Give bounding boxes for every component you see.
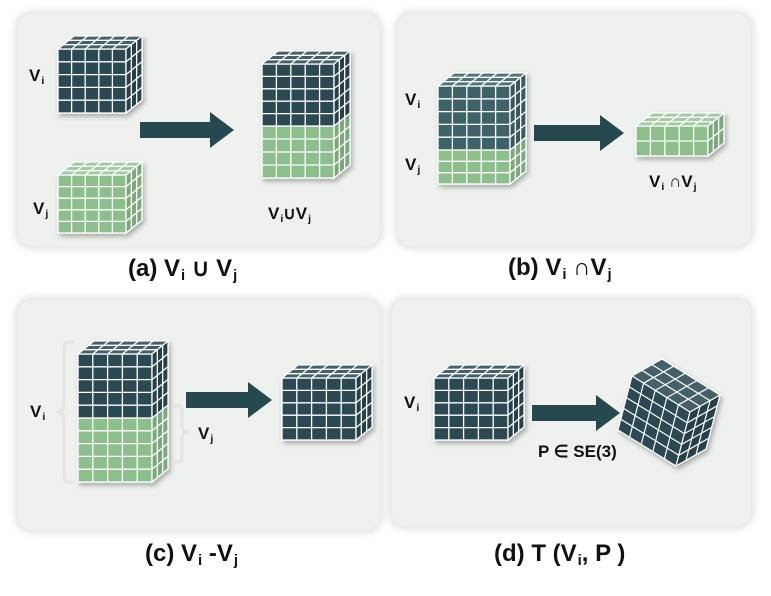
caption-operator: ∩ — [566, 254, 591, 281]
caption-operator: - — [202, 540, 217, 567]
brace-vj — [172, 404, 189, 464]
caption-transform: (d) T (Vi, P ) — [494, 540, 625, 569]
caption-operand-a: V — [164, 255, 181, 282]
arrow-difference — [186, 382, 272, 418]
caption-operator: , P ) — [581, 540, 626, 567]
label-vj: Vj — [405, 155, 420, 176]
caption-prefix: (c) — [145, 540, 181, 567]
operator: ∩ — [664, 172, 682, 191]
operand-a: V — [268, 204, 280, 223]
voxel-grid-difference — [280, 363, 374, 442]
caption-operand-a: V — [560, 540, 577, 567]
label-text: V — [198, 424, 210, 443]
caption-intersection: (b) Vi ∩Vj — [508, 254, 612, 283]
label-sub: i — [42, 410, 46, 423]
operand-a-sub: i — [661, 180, 665, 193]
label-vi: Vi — [405, 90, 420, 111]
voxel-grid-transformed — [617, 358, 722, 468]
label-vi: Vi — [30, 402, 45, 423]
caption-prefix: (a) — [128, 255, 164, 282]
caption-operand-a: V — [181, 540, 198, 567]
arrow-label-transform: P ∈ SE(3) — [538, 442, 617, 461]
voxel-grid-vi-original — [432, 363, 526, 442]
label-sub: i — [417, 98, 421, 111]
voxel-grid-vi-stack — [76, 339, 170, 420]
label-text: V — [30, 402, 42, 421]
operand-b-sub: j — [308, 212, 312, 225]
caption-operand-b-sub: j — [233, 552, 238, 569]
caption-operand-a-sub: i — [562, 266, 567, 283]
operand-a-sub: i — [280, 212, 284, 225]
result-label-intersection: Vi ∩Vj — [649, 172, 697, 193]
label-text: V — [33, 199, 45, 218]
voxel-grid-vi-union-part — [260, 49, 352, 128]
caption-prefix: (d) T ( — [494, 540, 561, 567]
label-sub: i — [416, 401, 420, 414]
caption-operator: ∪ — [185, 255, 217, 282]
caption-difference: (c) Vi -Vj — [145, 540, 238, 569]
caption-operand-b: V — [216, 255, 233, 282]
caption-operand-a-sub: i — [577, 552, 582, 569]
label-text: V — [405, 155, 417, 174]
operand-b-sub: j — [693, 180, 697, 193]
caption-operand-b: V — [216, 540, 233, 567]
label-sub: j — [210, 432, 214, 445]
voxel-grid-vi-overlap — [436, 71, 528, 152]
caption-prefix: (b) — [508, 254, 546, 281]
arrow-transform — [532, 395, 620, 431]
caption-operand-b: V — [590, 254, 607, 281]
label-text: V — [404, 393, 416, 412]
operator: ∪ — [283, 204, 296, 223]
voxel-grid-vj-union-part — [261, 111, 351, 180]
label-sub: j — [45, 207, 49, 220]
caption-operand-b-sub: j — [607, 266, 612, 283]
label-vi: Vi — [404, 393, 419, 414]
caption-operand-a: V — [545, 254, 562, 281]
label-vi: Vi — [29, 66, 44, 87]
voxel-grid-intersection — [634, 111, 726, 158]
result-label-union: Vi∪Vj — [268, 204, 311, 225]
voxel-grid-vj — [56, 160, 144, 235]
label-text: V — [405, 90, 417, 109]
caption-operand-b-sub: j — [233, 267, 238, 284]
arrow-union — [140, 112, 234, 148]
label-text: V — [29, 66, 41, 85]
operand-a: V — [649, 172, 661, 191]
operand-b: V — [295, 204, 308, 223]
caption-operand-a-sub: i — [181, 267, 186, 284]
brace-vi — [55, 340, 74, 484]
label-vj: Vj — [33, 199, 48, 220]
label-sub: i — [41, 74, 45, 87]
operand-b: V — [681, 172, 693, 191]
voxel-grid-vj-stack — [77, 403, 169, 484]
arrow-intersection — [534, 115, 624, 151]
voxel-grid-vi — [56, 34, 144, 115]
label-vj: Vj — [198, 424, 213, 445]
caption-operand-a-sub: i — [198, 552, 203, 569]
label-sub: j — [417, 163, 421, 176]
caption-union: (a) Vi ∪ Vj — [128, 254, 237, 284]
